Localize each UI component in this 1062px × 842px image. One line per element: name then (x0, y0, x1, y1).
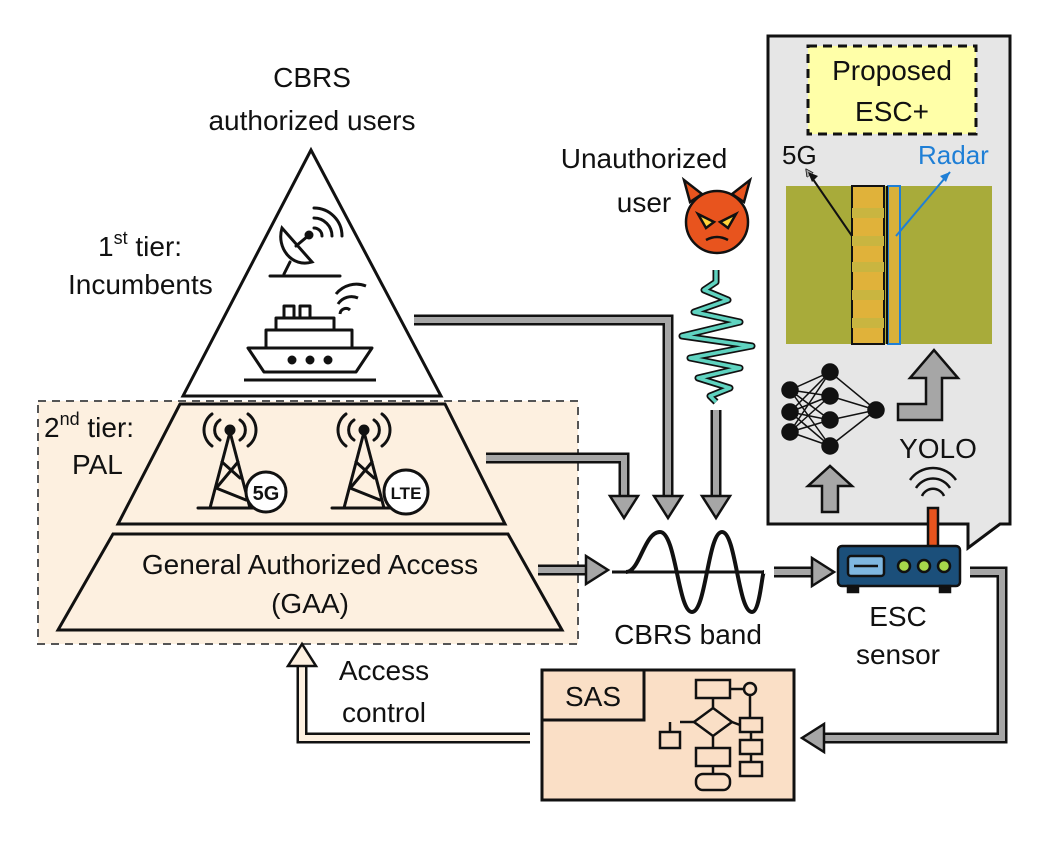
radar-bbox (887, 185, 901, 345)
cbrs-band: CBRS band (612, 529, 766, 650)
arrow-to-neural-net (804, 464, 856, 514)
ship-icon (244, 282, 376, 382)
esc-plus-callout: Proposed ESC+ 5G Radar (766, 34, 1012, 551)
tier2-trapezoid (115, 402, 508, 526)
pyramid-title-line1: CBRS (273, 62, 351, 93)
neural-network-icon (781, 363, 885, 455)
pointer-5g (808, 172, 853, 237)
band-label: CBRS band (614, 619, 762, 650)
unauthorized-user: Unauthorized user (561, 143, 756, 405)
esc-label-line1: ESC (869, 601, 927, 632)
gaa-label-line2: (GAA) (271, 588, 349, 619)
flowchart-icon (658, 678, 764, 792)
spectrogram-label-5g: 5G (782, 140, 817, 170)
badge-5g: 5G (253, 483, 280, 505)
tier1-sup: st (114, 228, 128, 248)
gaa-trapezoid (55, 532, 565, 632)
signal-arrows (285, 314, 1008, 755)
esc-label-line2: sensor (856, 639, 940, 670)
tower-5g-icon (196, 412, 288, 514)
proposed-box (806, 44, 978, 136)
sas-box: SAS (540, 668, 796, 802)
spectrogram-image (786, 185, 992, 345)
attacker-label-line2: user (617, 187, 671, 218)
arrow-nn-to-spectrogram (896, 348, 961, 422)
yolo-label: YOLO (899, 433, 977, 464)
tier2-label-line1: 2nd tier: (44, 409, 134, 443)
tier2-label-line2: PAL (72, 449, 123, 480)
pyramid-title-line2: authorized users (208, 105, 415, 136)
gaa-label-line1: General Authorized Access (142, 549, 478, 580)
tier2-number: 2 (44, 412, 60, 443)
access-label-line2: control (342, 697, 426, 728)
tier1-label-line1: 1st tier: (98, 228, 182, 262)
sas-tag (540, 668, 646, 722)
proposed-label-line2: ESC+ (855, 96, 929, 127)
proposed-label-line1: Proposed (832, 55, 952, 86)
tier2-sup: nd (60, 409, 80, 429)
esc-sensor: ESC sensor (836, 466, 962, 670)
badge-lte: LTE (391, 484, 422, 503)
access-label-line1: Access (339, 655, 429, 686)
tower-lte-icon (330, 412, 430, 516)
tier1-number: 1 (98, 231, 114, 262)
router-icon (836, 466, 962, 594)
tier2-rest: tier: (80, 412, 134, 443)
pointer-radar (895, 171, 951, 237)
tier1-rest: tier: (128, 231, 182, 262)
sas-label: SAS (565, 681, 621, 712)
band-wave-icon (625, 529, 766, 615)
attacker-label-line1: Unauthorized (561, 143, 728, 174)
tier1-label-line2: Incumbents (68, 269, 213, 300)
pyramid: CBRS authorized users 1st tier: Incumben… (37, 62, 579, 645)
tier1-triangle (180, 146, 444, 398)
devil-face-icon (681, 176, 753, 255)
spectrogram-label-radar: Radar (918, 140, 989, 170)
satellite-dish-icon (268, 206, 344, 278)
